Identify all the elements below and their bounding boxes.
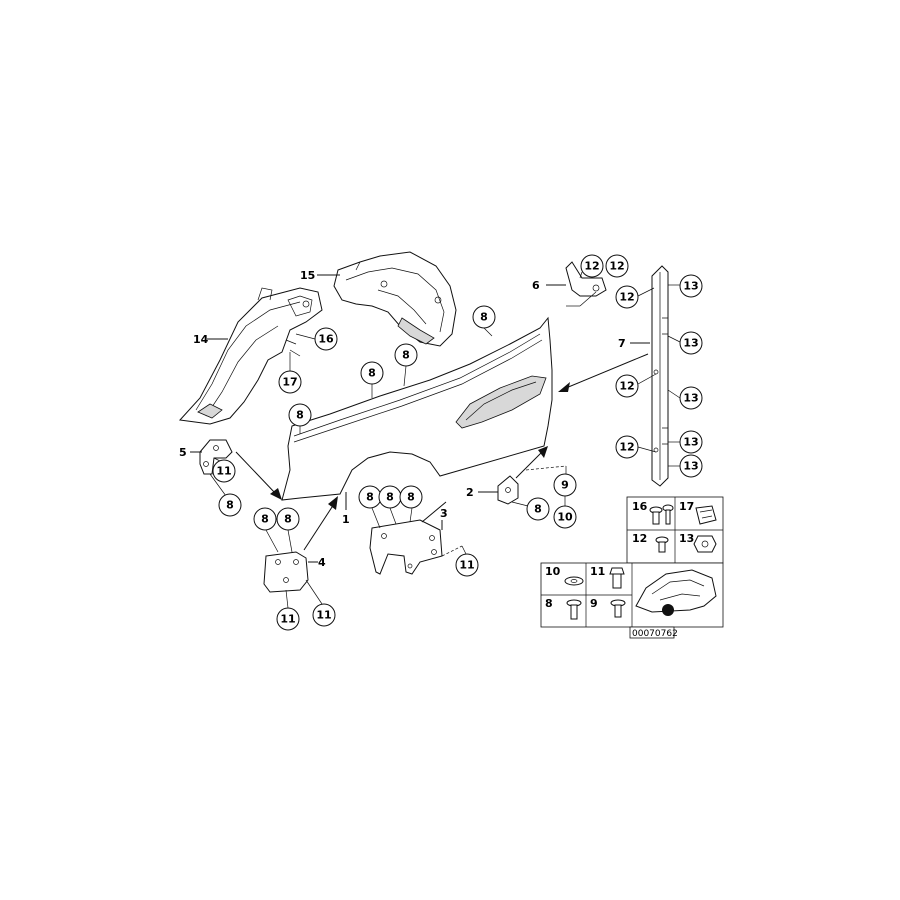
callout-8f[interactable]: 8 — [253, 507, 277, 531]
part-4-label: 4 — [318, 556, 326, 569]
callout-9[interactable]: 9 — [553, 473, 577, 497]
callout-11a[interactable]: 11 — [212, 459, 236, 483]
part-2-label: 2 — [466, 486, 474, 499]
nut-13-icon — [693, 535, 717, 553]
bracket-6-icon — [565, 261, 607, 297]
svg-text:11: 11 — [280, 613, 295, 626]
legend-17-label: 17 — [679, 500, 694, 513]
svg-text:10: 10 — [557, 511, 573, 524]
svg-text:12: 12 — [609, 260, 624, 273]
part-15-label: 15 — [300, 269, 315, 282]
callout-8g[interactable]: 8 — [276, 507, 300, 531]
bracket-5-icon — [199, 439, 233, 475]
washer-10-icon — [564, 576, 584, 586]
callout-10[interactable]: 10 — [553, 505, 577, 529]
svg-text:8: 8 — [368, 367, 376, 380]
car-overview-icon — [635, 569, 717, 616]
svg-text:8: 8 — [261, 513, 269, 526]
svg-text:8: 8 — [296, 409, 304, 422]
svg-text:13: 13 — [683, 392, 698, 405]
callout-12b[interactable]: 12 — [605, 254, 629, 278]
callout-12e[interactable]: 12 — [615, 435, 639, 459]
part-3-label: 3 — [440, 507, 448, 520]
svg-text:13: 13 — [683, 280, 698, 293]
clip-nut-17-icon — [695, 505, 717, 525]
callout-11b[interactable]: 11 — [276, 607, 300, 631]
callout-13e[interactable]: 13 — [679, 454, 703, 478]
callout-8c[interactable]: 8 — [360, 361, 384, 385]
callout-13c[interactable]: 13 — [679, 386, 703, 410]
svg-text:12: 12 — [619, 291, 634, 304]
svg-text:11: 11 — [316, 609, 331, 622]
legend-10-label: 10 — [545, 565, 561, 578]
callout-8k[interactable]: 8 — [526, 497, 550, 521]
callout-12a[interactable]: 12 — [580, 254, 604, 278]
part-5-label: 5 — [179, 446, 187, 459]
callout-11c[interactable]: 11 — [312, 603, 336, 627]
diagram-id-label: 00070762 — [632, 629, 678, 639]
bracket-3-icon — [369, 519, 443, 575]
legend-9-label: 9 — [590, 597, 598, 610]
callout-13a[interactable]: 13 — [679, 274, 703, 298]
bolt-16-icon — [649, 506, 663, 525]
legend-12-label: 12 — [632, 532, 647, 545]
wheel-arch-liner-rear-icon — [333, 251, 457, 347]
callout-12d[interactable]: 12 — [615, 374, 639, 398]
svg-text:8: 8 — [402, 349, 410, 362]
callout-8e[interactable]: 8 — [218, 493, 242, 517]
part-6-label: 6 — [532, 279, 540, 292]
callout-12c[interactable]: 12 — [615, 285, 639, 309]
svg-text:8: 8 — [366, 491, 374, 504]
part-7-label: 7 — [618, 337, 626, 350]
svg-text:8: 8 — [284, 513, 292, 526]
svg-text:11: 11 — [216, 465, 231, 478]
fender-panel-icon — [281, 316, 553, 501]
svg-text:13: 13 — [683, 460, 698, 473]
callout-16[interactable]: 16 — [314, 327, 338, 351]
svg-text:11: 11 — [459, 559, 474, 572]
bolt-9-icon — [610, 599, 626, 618]
bracket-2-icon — [497, 475, 519, 505]
callout-8a[interactable]: 8 — [472, 305, 496, 329]
callout-11d[interactable]: 11 — [455, 553, 479, 577]
bracket-4-icon — [263, 551, 309, 593]
svg-text:13: 13 — [683, 337, 698, 350]
callout-8b[interactable]: 8 — [394, 343, 418, 367]
wheel-arch-liner-front-icon — [178, 287, 323, 425]
svg-text:8: 8 — [534, 503, 542, 516]
callout-8h[interactable]: 8 — [358, 485, 382, 509]
svg-text:12: 12 — [584, 260, 599, 273]
svg-text:16: 16 — [318, 333, 334, 346]
callout-8i[interactable]: 8 — [378, 485, 402, 509]
callout-17[interactable]: 17 — [278, 370, 302, 394]
legend-8-label: 8 — [545, 597, 553, 610]
bolt-12-icon — [655, 536, 669, 553]
callout-13d[interactable]: 13 — [679, 430, 703, 454]
svg-text:13: 13 — [683, 436, 698, 449]
svg-text:9: 9 — [561, 479, 569, 492]
callout-8d[interactable]: 8 — [288, 403, 312, 427]
bolt-11-icon — [609, 567, 625, 589]
svg-text:8: 8 — [480, 311, 488, 324]
legend-13-label: 13 — [679, 532, 694, 545]
svg-text:8: 8 — [407, 491, 415, 504]
hardware-legend: 16 17 12 13 10 — [540, 496, 724, 628]
callout-13b[interactable]: 13 — [679, 331, 703, 355]
reinforcement-rail-icon — [651, 265, 669, 487]
legend-16-label: 16 — [632, 500, 648, 513]
svg-text:12: 12 — [619, 441, 634, 454]
svg-text:8: 8 — [386, 491, 394, 504]
svg-text:17: 17 — [282, 376, 297, 389]
callout-8j[interactable]: 8 — [399, 485, 423, 509]
part-14-label: 14 — [193, 333, 209, 346]
bolt-16b-icon — [662, 504, 674, 525]
legend-11-label: 11 — [590, 565, 605, 578]
svg-text:12: 12 — [619, 380, 634, 393]
bolt-8-icon — [566, 599, 582, 620]
part-1-label: 1 — [342, 513, 350, 526]
svg-text:8: 8 — [226, 499, 234, 512]
